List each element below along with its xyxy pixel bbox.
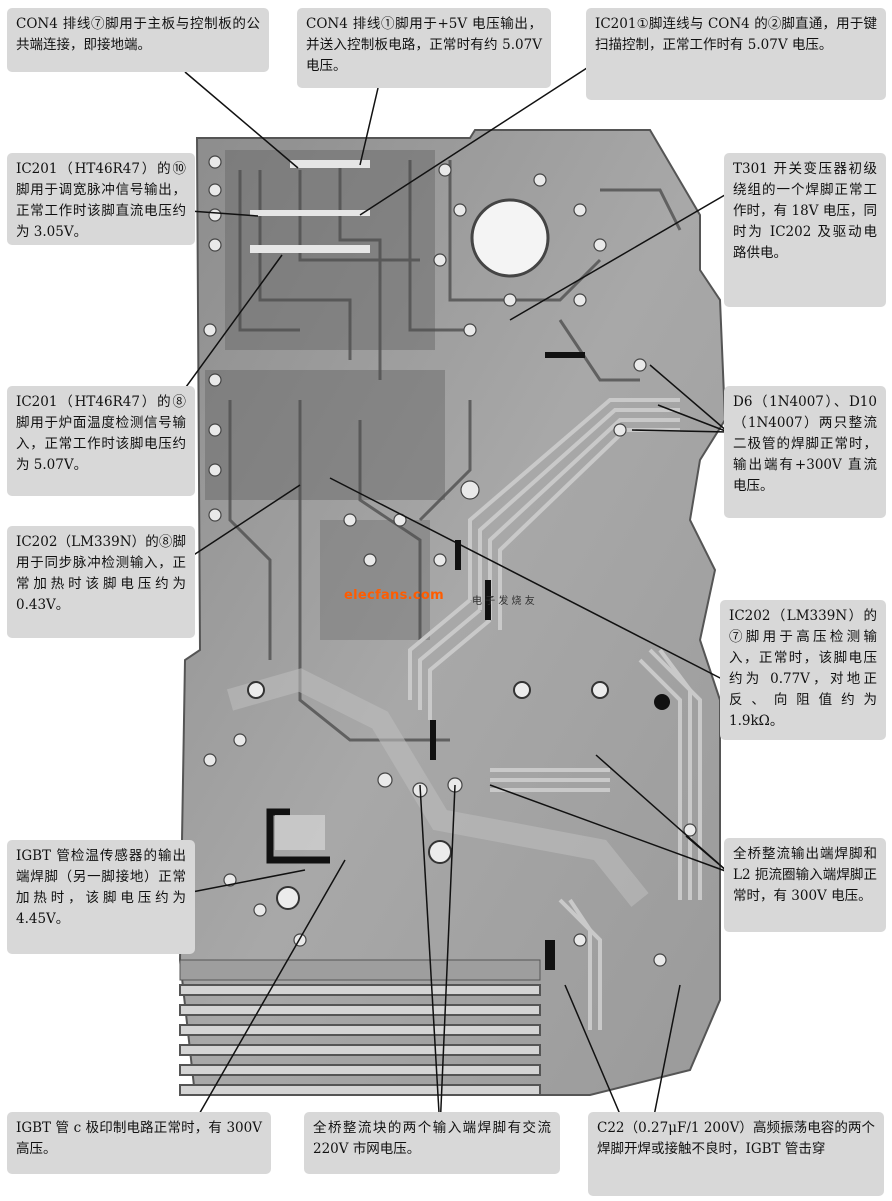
note-bridge-output: 全桥整流输出端焊脚和 L2 扼流圈输入端焊脚正常时，有 300V 电压。 xyxy=(724,838,886,932)
note-ic202-pin8: IC202（LM339N）的⑧脚用于同步脉冲检测输入，正常加热时该脚电压约为 0… xyxy=(7,526,195,638)
note-igbt-c: IGBT 管 c 极印制电路正常时，有 300V 高压。 xyxy=(7,1112,271,1174)
note-con4-pin7: CON4 排线⑦脚用于主板与控制板的公共端连接，即接地端。 xyxy=(7,8,269,72)
note-t301: T301 开关变压器初级绕组的一个焊脚正常工作时，有 18V 电压，同时为 IC… xyxy=(724,153,886,307)
heatsink xyxy=(179,984,541,1096)
note-con4-pin1: CON4 排线①脚用于+5V 电压输出，并送入控制板电路，正常时有约 5.07V… xyxy=(297,8,551,88)
note-ic201-pin1: IC201①脚连线与 CON4 的②脚直通，用于键扫描控制，正常工作时有 5.0… xyxy=(586,8,886,100)
mounting-hole xyxy=(470,198,550,278)
watermark-site: elecfans.com xyxy=(344,588,444,603)
note-bridge-input: 全桥整流块的两个输入端焊脚有交流 220V 市网电压。 xyxy=(304,1112,560,1174)
watermark-tag: 电 子 发 烧 友 xyxy=(472,596,535,607)
note-ic201-pin8: IC201（HT46R47）的⑧脚用于炉面温度检测信号输入，正常工作时该脚电压约… xyxy=(7,386,195,496)
note-ic201-pin10: IC201（HT46R47）的⑩脚用于调宽脉冲信号输出，正常工作时该脚直流电压约… xyxy=(7,153,195,245)
note-ic202-pin7: IC202（LM339N）的⑦脚用于高压检测输入，正常时，该脚电压约为 0.77… xyxy=(720,600,886,740)
note-c22: C22（0.27μF/1 200V）高频振荡电容的两个焊脚开焊或接触不良时，IG… xyxy=(588,1112,884,1196)
note-igbt-sensor: IGBT 管检温传感器的输出端焊脚（另一脚接地）正常加热时，该脚电压约为 4.4… xyxy=(7,840,195,954)
note-d6-d10: D6（1N4007）、D10（1N4007）两只整流二极管的焊脚正常时，输出端有… xyxy=(724,386,886,518)
